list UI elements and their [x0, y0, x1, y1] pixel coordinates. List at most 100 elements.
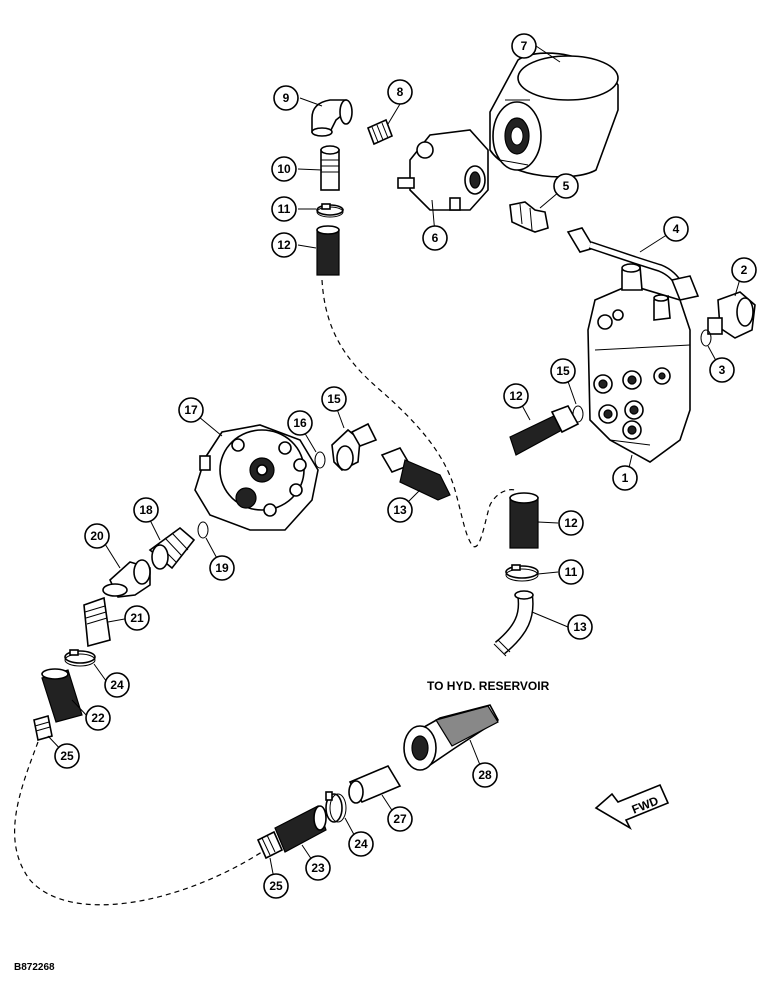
elbow-fitting-2: [707, 291, 756, 339]
callout-3: 3: [709, 357, 735, 383]
svg-text:13: 13: [393, 503, 407, 517]
callout-12-upper: 12: [271, 232, 297, 258]
pipe-nipple-23: [83, 596, 111, 648]
o-ring-18: [314, 451, 326, 469]
callout-24-upper: 22: [85, 705, 111, 731]
hose-12-upper: [316, 225, 340, 276]
callout-8: 8: [387, 79, 413, 105]
svg-text:21: 21: [130, 611, 144, 625]
adapter-fitting-15-right: [509, 405, 580, 456]
o-ring-21: [197, 521, 209, 539]
tube-assembly-4: [566, 227, 700, 301]
callout-7: 7: [511, 33, 537, 59]
callout-22: 20: [84, 523, 110, 549]
callout-1: 1: [612, 465, 638, 491]
callout-4: 4: [663, 216, 689, 242]
callout-25-lower: 24: [348, 831, 374, 857]
callout-27: 27: [387, 806, 413, 832]
hose-24-upper: [41, 668, 83, 723]
adapter-fitting-20: [148, 526, 196, 570]
elbow-fitting-9: [311, 99, 353, 137]
hose-clamp-25-lower: [325, 791, 347, 823]
callout-16: 15: [550, 358, 576, 384]
strainer-28: [403, 704, 500, 771]
svg-text:24: 24: [354, 837, 368, 851]
svg-text:12: 12: [564, 516, 578, 530]
fitting-26-lower: [256, 830, 284, 860]
filter-head: [397, 129, 489, 211]
bent-tube-13: [493, 590, 534, 657]
svg-text:28: 28: [478, 768, 492, 782]
callout-10: 10: [271, 156, 297, 182]
svg-text:3: 3: [719, 363, 726, 377]
figure-id: B872268: [14, 962, 55, 973]
adapter-fitting-15-left: [380, 447, 451, 501]
svg-text:4: 4: [673, 222, 680, 236]
svg-text:20: 20: [90, 529, 104, 543]
svg-text:25: 25: [269, 879, 283, 893]
callout-11-lower: 11: [558, 559, 584, 585]
svg-text:11: 11: [565, 565, 578, 579]
callout-6: 6: [422, 225, 448, 251]
svg-text:11: 11: [278, 202, 291, 216]
elbow-fitting-22: [102, 559, 151, 598]
svg-text:22: 22: [91, 711, 105, 725]
adapter-fitting-5: [509, 201, 549, 233]
callout-26-lower: 25: [263, 873, 289, 899]
hose-clamp-11-upper: [316, 203, 344, 218]
callout-15-left: 13: [387, 497, 413, 523]
svg-text:19: 19: [215, 561, 229, 575]
hose-12-lower: [509, 492, 539, 549]
svg-text:2: 2: [741, 263, 748, 277]
svg-text:8: 8: [397, 85, 404, 99]
svg-text:15: 15: [327, 392, 341, 406]
hydraulic-pump: [194, 424, 319, 531]
svg-text:7: 7: [521, 39, 528, 53]
svg-text:16: 16: [293, 416, 307, 430]
filter-cartridge: [489, 52, 619, 178]
callout-5: 5: [553, 173, 579, 199]
svg-text:15: 15: [556, 364, 570, 378]
pipe-nipple-27: [348, 764, 402, 804]
hose-clamp-11-lower: [505, 564, 539, 582]
svg-text:5: 5: [563, 179, 570, 193]
callout-23: 21: [124, 605, 150, 631]
svg-text:12: 12: [277, 238, 291, 252]
callout-24-lower: 23: [305, 855, 331, 881]
svg-text:23: 23: [311, 861, 325, 875]
pipe-nipple-10: [320, 145, 340, 191]
forward-direction-arrow: FWD: [594, 783, 670, 831]
svg-text:1: 1: [622, 471, 629, 485]
callout-12-lower: 12: [558, 510, 584, 536]
o-ring-3: [700, 329, 712, 347]
svg-text:9: 9: [283, 91, 290, 105]
svg-text:6: 6: [432, 231, 439, 245]
callout-9: 9: [273, 85, 299, 111]
callout-26-upper: 25: [54, 743, 80, 769]
control-valve: [587, 263, 691, 463]
hose-route-lower: [14, 741, 266, 906]
callout-2: 2: [731, 257, 757, 283]
svg-text:13: 13: [573, 620, 587, 634]
svg-text:17: 17: [184, 403, 198, 417]
hose-24-lower: [274, 805, 327, 853]
elbow-fitting-17: [331, 422, 378, 471]
svg-text:24: 24: [110, 678, 124, 692]
callout-18: 16: [287, 410, 313, 436]
callout-21: 19: [209, 555, 235, 581]
callout-20: 18: [133, 497, 159, 523]
callout-28: 28: [472, 762, 498, 788]
pipe-nipple-8: [366, 118, 394, 146]
reservoir-label: TO HYD. RESERVOIR: [427, 679, 550, 693]
callout-13: 13: [567, 614, 593, 640]
svg-text:10: 10: [277, 162, 291, 176]
callout-17: 15: [321, 386, 347, 412]
svg-text:12: 12: [509, 389, 523, 403]
svg-text:27: 27: [393, 812, 407, 826]
callout-11-upper: 11: [271, 196, 297, 222]
hose-clamp-25-upper: [64, 649, 96, 667]
fitting-26-upper: [33, 714, 53, 742]
hose-route-upper: [321, 279, 516, 548]
svg-text:18: 18: [139, 503, 153, 517]
